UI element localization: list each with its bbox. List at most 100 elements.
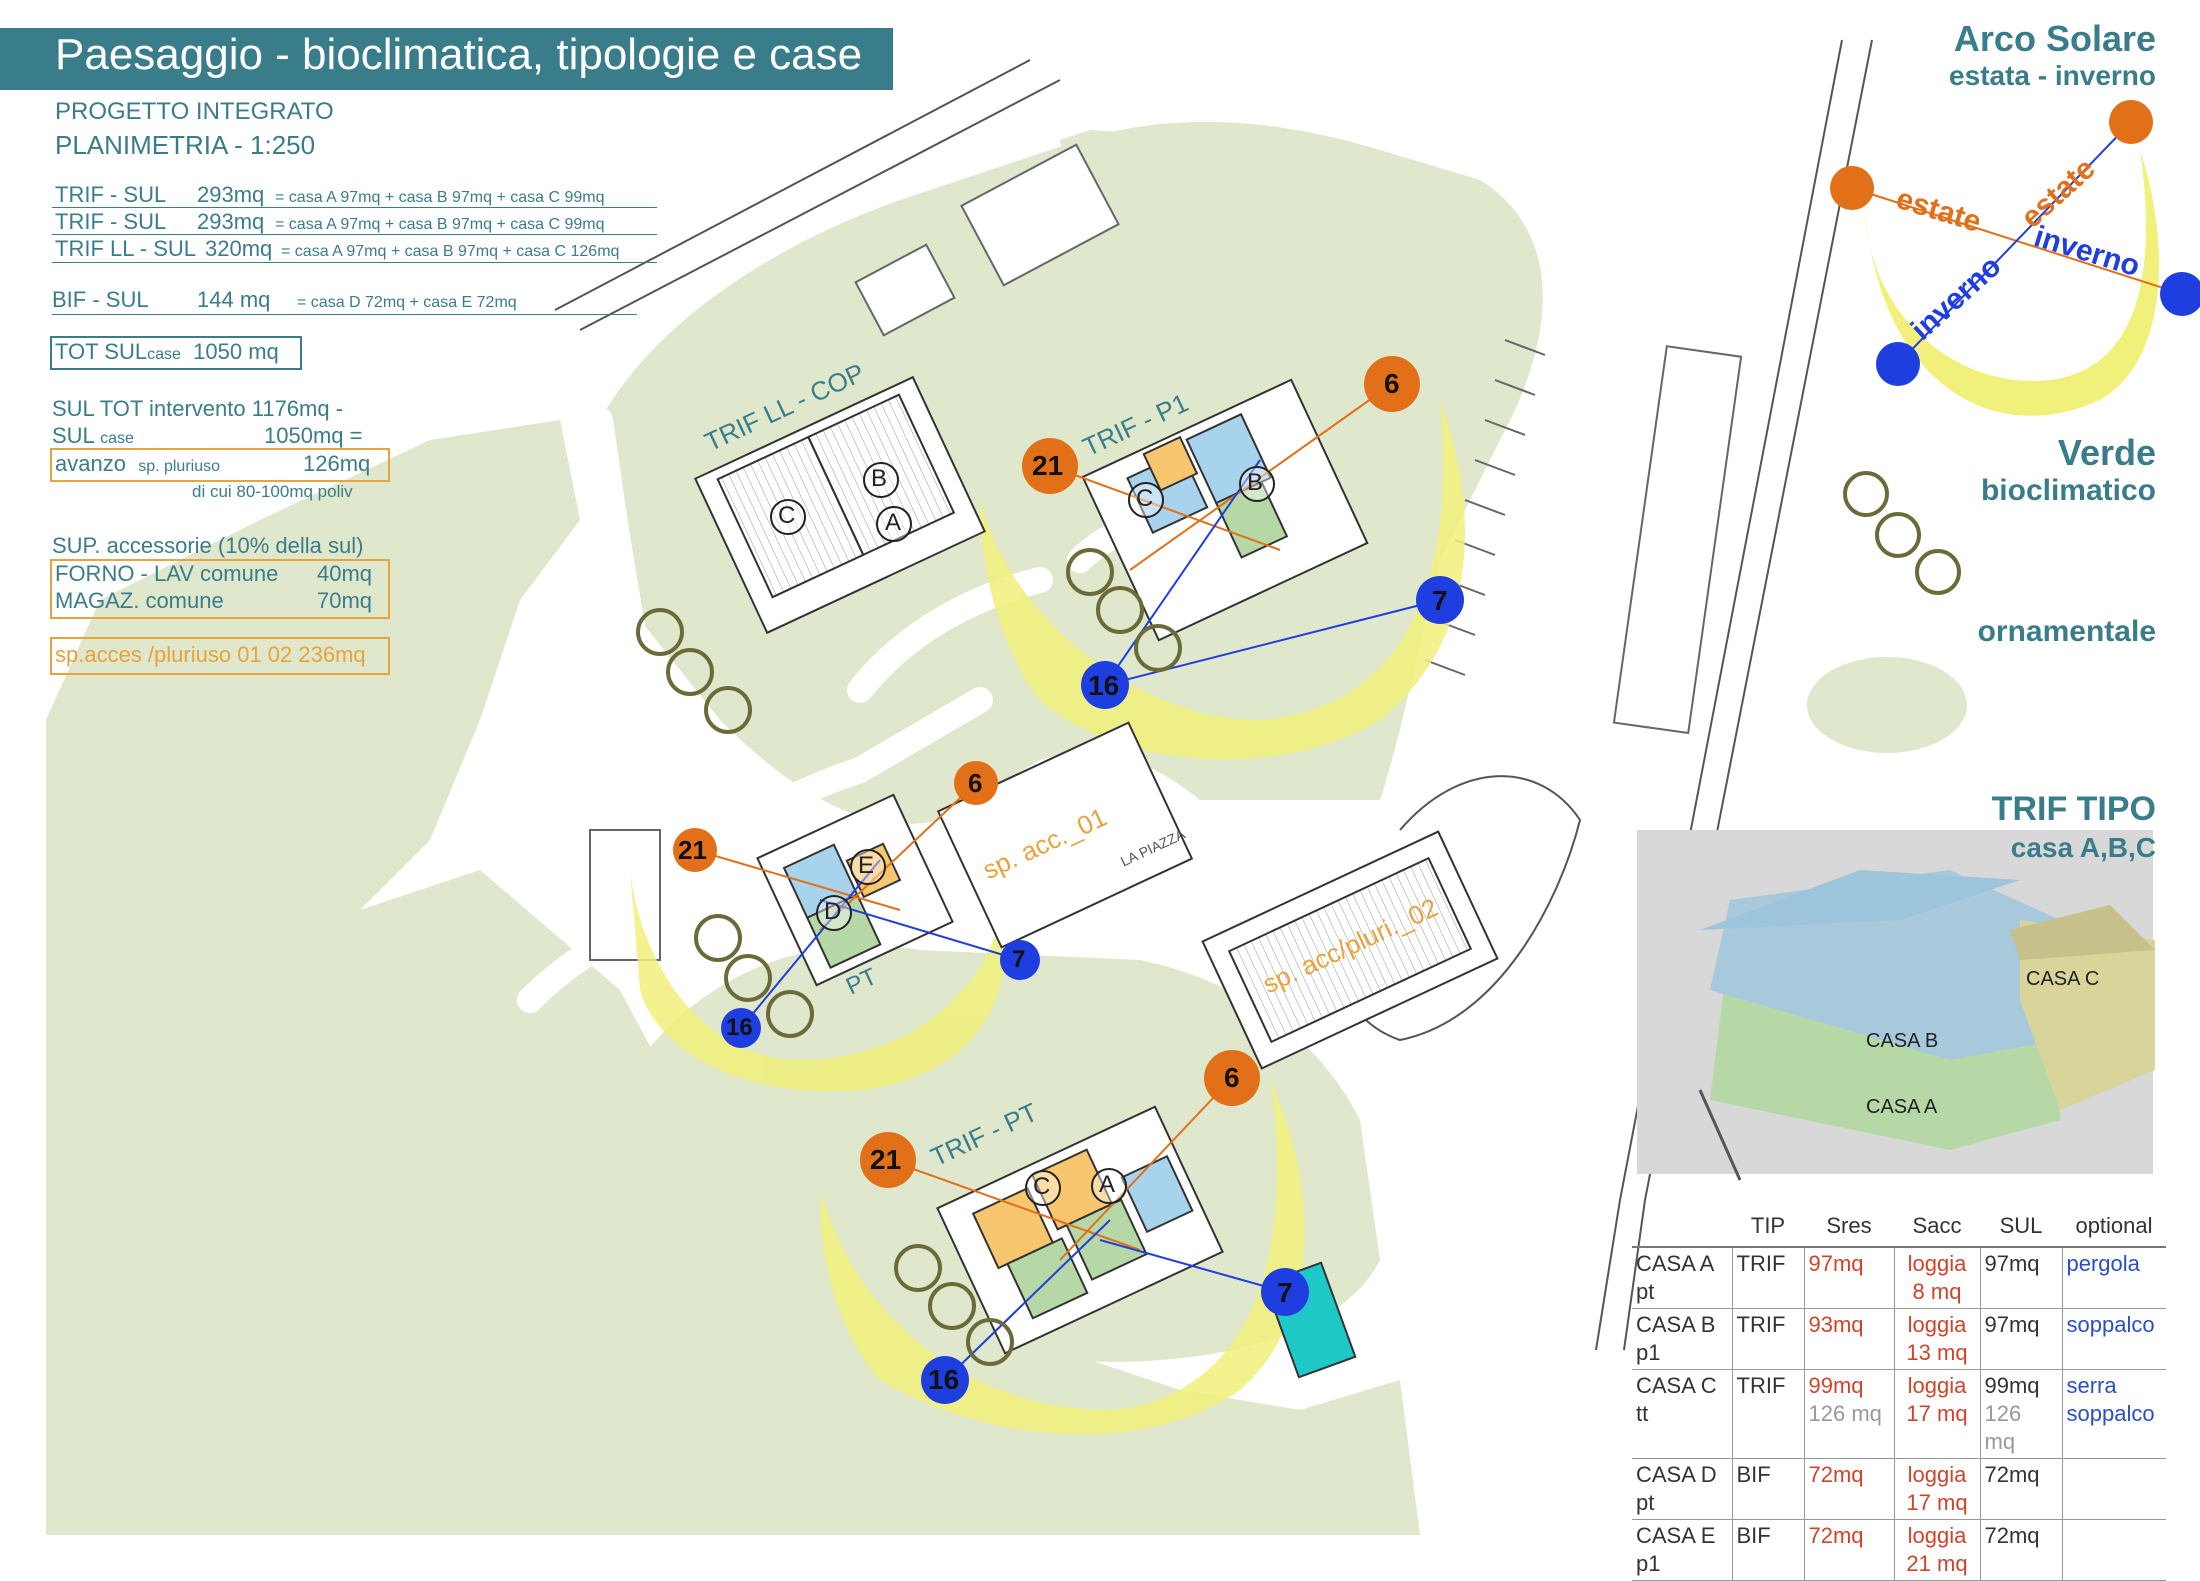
cell-tip: TRIF — [1732, 1369, 1805, 1459]
accessorie-total: sp.acces /pluriuso 01 02 236mq — [55, 642, 366, 667]
optional-1: soppalco — [2066, 1312, 2155, 1337]
parking — [589, 143, 1743, 961]
avanzo-label: avanzo — [55, 451, 126, 476]
cell-sacc: loggia 8 mq — [1894, 1247, 1981, 1309]
house-letter: C — [1033, 1173, 1051, 1200]
title-bar — [0, 28, 893, 90]
cell-sul: 97mq — [1980, 1308, 2063, 1370]
divider — [52, 262, 657, 263]
cell-sul: 72mq — [1980, 1458, 2063, 1520]
accessorie-title: SUP. accessorie (10% della sul) — [52, 533, 364, 558]
intervento-small: case — [100, 430, 134, 447]
house-letter: A — [885, 509, 902, 536]
intervento-line1: SUL TOT intervento 1176mq - — [52, 396, 344, 421]
cell-sres: 93mq — [1804, 1308, 1895, 1370]
hour-6: 6 — [968, 768, 983, 798]
tot-sul-box — [50, 336, 302, 370]
optional-1: pergola — [2066, 1251, 2140, 1276]
sres-value-2: 126 mq — [1808, 1401, 1882, 1426]
casa-name: CASA C — [1636, 1373, 1717, 1398]
sacc-label: loggia — [1907, 1251, 1967, 1276]
sul-label: TRIF - SUL — [55, 182, 167, 207]
casa-name: CASA A — [1636, 1251, 1715, 1276]
legend-arco-sub: estata - inverno — [1949, 60, 2156, 91]
table-header: Sres — [1804, 1206, 1894, 1248]
house-letter: C — [1136, 485, 1154, 512]
divider — [52, 314, 637, 315]
cell-tip: BIF — [1732, 1458, 1805, 1520]
table-header-row: TIP Sres Sacc SUL optional — [1632, 1206, 2166, 1248]
tot-sul-value: 1050 mq — [193, 339, 279, 364]
divider — [52, 207, 657, 208]
optional-2: soppalco — [2066, 1401, 2155, 1426]
sul-detail: = casa A 97mq + casa B 97mq + casa C 126… — [281, 243, 620, 260]
sacc-value: 8 mq — [1912, 1279, 1962, 1304]
intervento-label: SUL — [52, 423, 94, 448]
sul-value: 320mq — [205, 236, 273, 261]
cell-sul: 99mq 126 mq — [1980, 1369, 2063, 1459]
sres-value: 99mq — [1808, 1373, 1864, 1398]
legend-trif-tipo-title: TRIF TIPO — [1991, 790, 2156, 828]
hour-7: 7 — [1012, 946, 1026, 973]
cell-sacc: loggia 17 mq — [1894, 1458, 1981, 1520]
hour-16: 16 — [928, 1364, 960, 1395]
sul-value: 99mq — [1984, 1373, 2040, 1398]
hour-6: 6 — [1384, 368, 1400, 399]
intervento-line2: SUL case 1050mq = — [52, 423, 362, 449]
table-header: SUL — [1980, 1206, 2062, 1248]
casa-piano: p1 — [1636, 1551, 1661, 1576]
sul-label: TRIF - SUL — [55, 209, 167, 234]
tot-sul-small: case — [147, 346, 181, 363]
accessorie-total-box — [50, 637, 390, 675]
cell-sres: 72mq — [1804, 1458, 1895, 1520]
legend-trif-tipo-sub: casa A,B,C — [2010, 832, 2156, 863]
sul-value: 97mq — [1984, 1312, 2040, 1337]
casa-name: CASA D — [1636, 1462, 1717, 1487]
cell-tip: TRIF — [1732, 1247, 1805, 1309]
sres-value: 72mq — [1808, 1523, 1864, 1548]
intervento-note: di cui 80-100mq poliv — [192, 482, 353, 501]
house-letter: B — [871, 465, 888, 492]
sacc-value: 17 mq — [1906, 1490, 1968, 1515]
cell-sul: 72mq — [1980, 1519, 2063, 1581]
casa-piano: p1 — [1636, 1340, 1661, 1365]
buildings — [693, 375, 1499, 1379]
render-label-c: CASA C — [2026, 968, 2100, 990]
house-circles — [770, 462, 1275, 1206]
intervento-value: 1050mq = — [264, 423, 363, 448]
page-title: Paesaggio - bioclimatica, tipologie e ca… — [55, 30, 863, 79]
sul-value-2: 126 mq — [1984, 1401, 2022, 1454]
subtitle-line1: PROGETTO INTEGRATO — [55, 98, 334, 125]
bif-label: BIF - SUL — [52, 287, 149, 312]
render-label-b: CASA B — [1866, 1030, 1939, 1052]
tot-sul-label: TOT SUL — [55, 339, 148, 364]
house-letter: E — [858, 852, 875, 879]
house-letter: D — [824, 898, 842, 925]
table-header: TIP — [1732, 1206, 1804, 1248]
sul-detail: = casa A 97mq + casa B 97mq + casa C 99m… — [275, 216, 605, 233]
sacc-label: loggia — [1907, 1462, 1967, 1487]
cell-sres: 99mq 126 mq — [1804, 1369, 1895, 1459]
tot-sul: TOT SULcase 1050 mq — [55, 339, 279, 365]
sres-value: 72mq — [1808, 1462, 1864, 1487]
cell-sres: 97mq — [1804, 1247, 1895, 1309]
legend-solar-arc-graphic — [1830, 100, 2200, 416]
subtitle-line2: PLANIMETRIA - 1:250 — [55, 130, 316, 160]
cell-optional — [2062, 1458, 2166, 1520]
sacc-value: 17 mq — [1906, 1401, 1968, 1426]
cell-sres: 72mq — [1804, 1519, 1895, 1581]
accessorie-box — [50, 559, 390, 619]
